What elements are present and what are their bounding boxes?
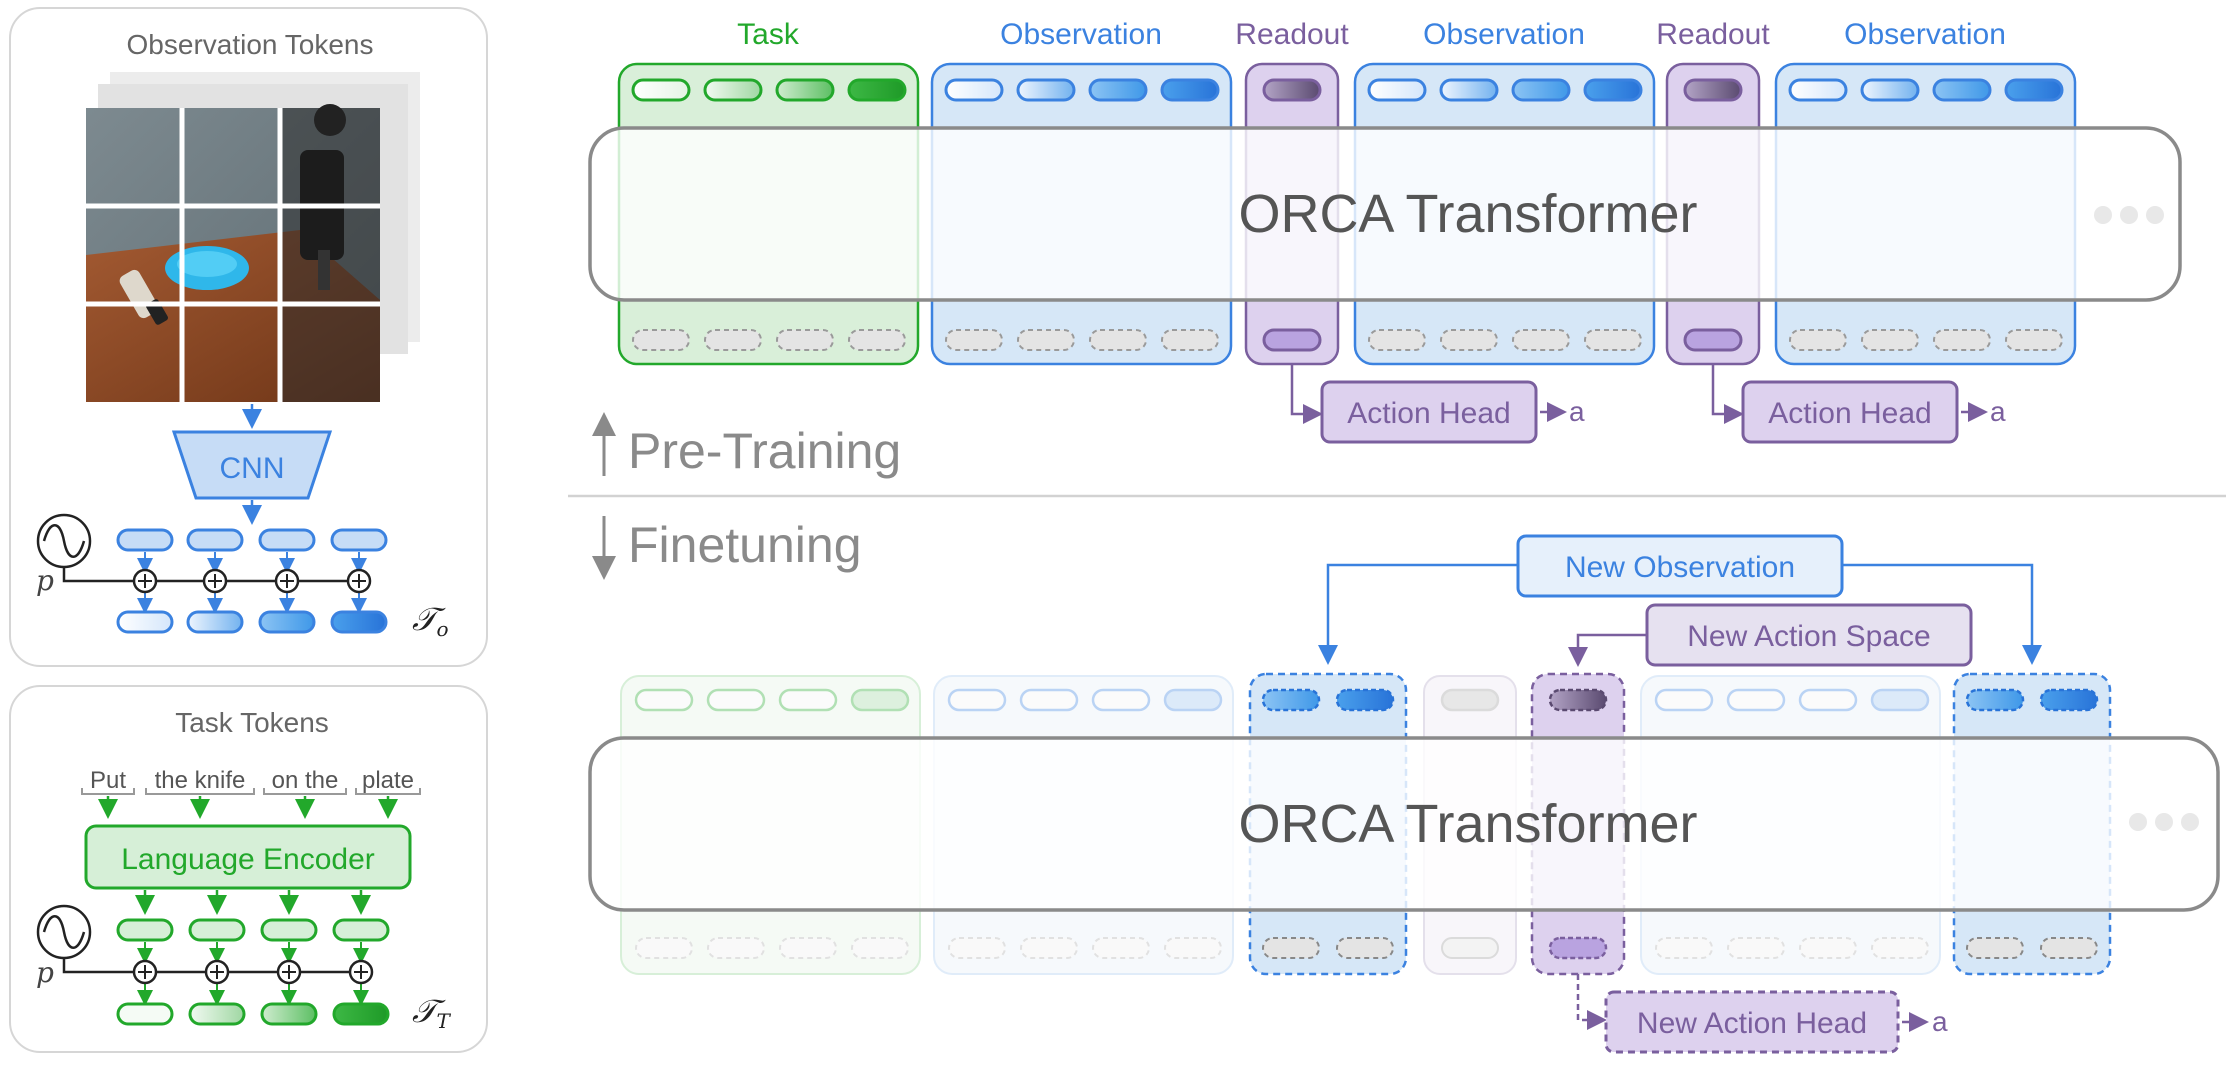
label-task: Task [737, 18, 800, 51]
task-token-arrows [137, 942, 369, 1006]
new-action-head-arrow [1576, 974, 1607, 1030]
new-output-tokens [1262, 937, 2098, 959]
task-raw-tokens [116, 918, 390, 942]
new-action-head-box [1604, 990, 1900, 1054]
label-readout-2: Readout [1656, 18, 1770, 51]
new-input-tokens [1261, 688, 2099, 712]
new-readout-output-token [1548, 936, 1608, 960]
label-observation-1: Observation [1000, 18, 1162, 51]
action-output-2: a [1990, 396, 2006, 427]
pretraining-section: Task Observation Readout Observation Rea… [588, 18, 2182, 444]
word-arrows [98, 796, 398, 819]
word-brackets [81, 788, 421, 795]
readout-output-tokens [1262, 328, 1743, 352]
pretrain-output-tokens [632, 329, 2063, 351]
task-word-2: the knife [155, 767, 246, 794]
new-action-space-arrow [1568, 633, 1647, 667]
action-head-1 [1320, 380, 1538, 444]
ellipsis-icon [2094, 206, 2164, 224]
observation-tokens-panel: Observation Tokens CNN [9, 7, 488, 667]
finetune-transformer [588, 736, 2220, 912]
task-word-1: Put [90, 767, 126, 794]
task-positional-encoding: p [36, 904, 374, 989]
finetune-transformer-label: ORCA Transformer [1238, 794, 1697, 854]
positional-label: p [36, 564, 54, 597]
new-action-space-label: New Action Space [1687, 620, 1930, 653]
pretrain-transformer-label: ORCA Transformer [1238, 184, 1697, 244]
observation-raw-tokens [116, 528, 388, 552]
pretrain-input-tokens [631, 78, 2064, 102]
task-tokens-out [116, 1002, 390, 1026]
action-head-2-label: Action Head [1768, 397, 1931, 430]
finetuning-stage-label: Finetuning [628, 517, 862, 573]
cnn-label: CNN [220, 452, 285, 485]
language-encoder-label: Language Encoder [121, 843, 375, 876]
action-head-2 [1741, 380, 1959, 444]
observation-panel-title: Observation Tokens [127, 29, 374, 60]
new-action-head-label: New Action Head [1637, 1007, 1867, 1040]
observation-tokens-out [116, 610, 388, 634]
new-action-output: a [1932, 1006, 1948, 1037]
label-observation-2: Observation [1423, 18, 1585, 51]
cnn-block [171, 430, 333, 500]
pretrain-transformer [588, 126, 2182, 302]
finetuning-section: ORCA Transformer New Observation New Act… [588, 534, 2220, 1054]
action-head-1-label: Action Head [1347, 397, 1510, 430]
observation-token-arrows [137, 552, 367, 614]
new-observation-arrow-left [1318, 563, 1518, 665]
new-observation-arrow-right [1842, 563, 2042, 665]
pretraining-stage-label: Pre-Training [628, 423, 901, 479]
language-encoder-block [84, 824, 412, 890]
task-panel-title: Task Tokens [175, 707, 329, 738]
task-tokens-panel: Task Tokens Put the knife on the plate L… [9, 685, 488, 1053]
observation-positional-encoding: p [36, 513, 372, 597]
new-observation-label: New Observation [1565, 551, 1795, 584]
task-word-4: plate [362, 767, 414, 794]
action-output-1: a [1569, 396, 1585, 427]
ellipsis-icon [2129, 813, 2199, 831]
encoder-output-arrows [135, 890, 371, 915]
positional-label: p [36, 956, 54, 989]
task-word-3: on the [272, 767, 339, 794]
label-observation-3: Observation [1844, 18, 2006, 51]
robot-image [86, 104, 380, 402]
label-readout-1: Readout [1235, 18, 1349, 51]
patch-grid [86, 108, 380, 402]
